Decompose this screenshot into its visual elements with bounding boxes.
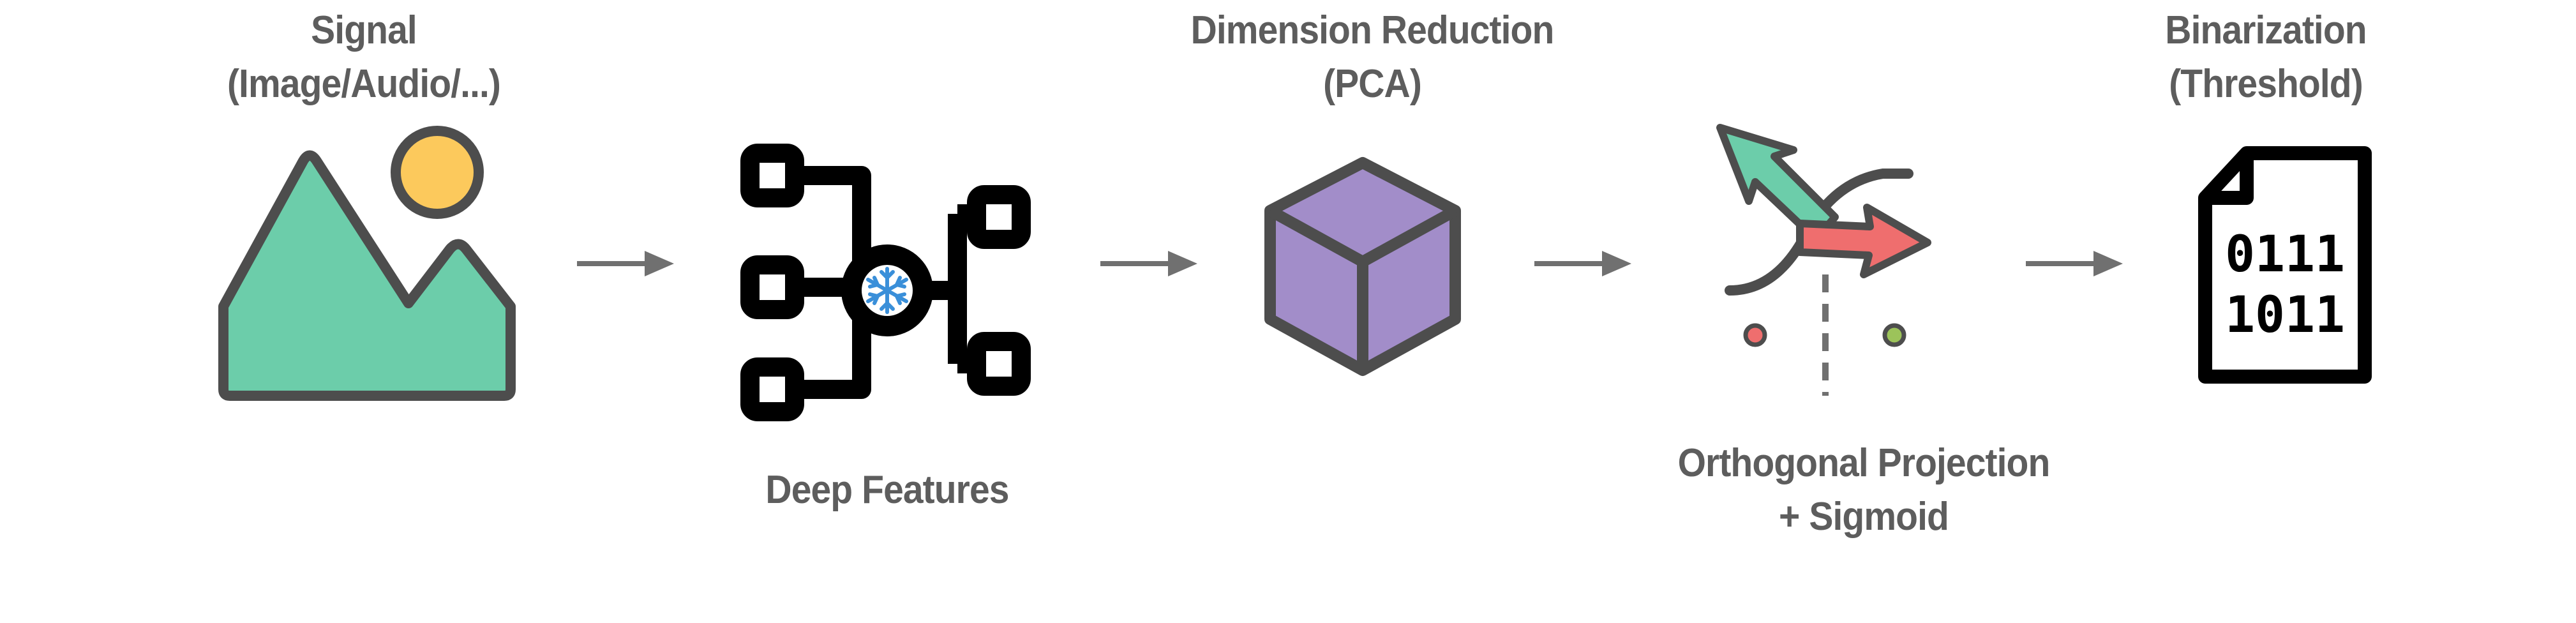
projection-label: Orthogonal Projection + Sigmoid [1640, 437, 2086, 544]
binarization-label-line2: (Threshold) [2169, 62, 2363, 106]
snowflake-icon [866, 267, 908, 314]
pca-label: Dimension Reduction (PCA) [1167, 4, 1578, 111]
image-icon [218, 126, 516, 401]
binary-file-icon: 0111 1011 [2198, 146, 2372, 384]
sun-icon [391, 126, 484, 219]
flow-arrow-3 [1534, 251, 1631, 276]
binarization-label: Binarization (Threshold) [2084, 4, 2448, 111]
signal-label: Signal (Image/Audio/...) [170, 4, 557, 111]
red-dot [1743, 323, 1767, 347]
signal-label-line1: Signal [311, 8, 417, 52]
flow-arrow-4 [2026, 251, 2123, 276]
projection-label-line1: Orthogonal Projection [1677, 441, 2051, 485]
pca-label-line1: Dimension Reduction [1190, 8, 1555, 52]
neural-network-icon [740, 144, 1031, 421]
projection-icon [1716, 124, 1931, 396]
binarization-label-line1: Binarization [2165, 8, 2367, 52]
red-arrow-icon [1796, 204, 1931, 278]
deep-features-label: Deep Features [693, 463, 1081, 517]
green-dot [1882, 323, 1906, 347]
mountain-icon [218, 150, 516, 401]
deep-features-label-line1: Deep Features [765, 468, 1009, 512]
flow-arrow-2 [1100, 251, 1197, 276]
pca-label-line2: (PCA) [1323, 62, 1422, 106]
binary-row-2: 1011 [2225, 287, 2345, 344]
binary-row-1: 0111 [2225, 226, 2345, 283]
projection-label-line2: + Sigmoid [1779, 495, 1949, 539]
green-arrow-icon [1716, 124, 1839, 243]
signal-label-line2: (Image/Audio/...) [227, 62, 501, 106]
flow-arrow-1 [577, 251, 674, 276]
cube-icon [1264, 157, 1461, 376]
